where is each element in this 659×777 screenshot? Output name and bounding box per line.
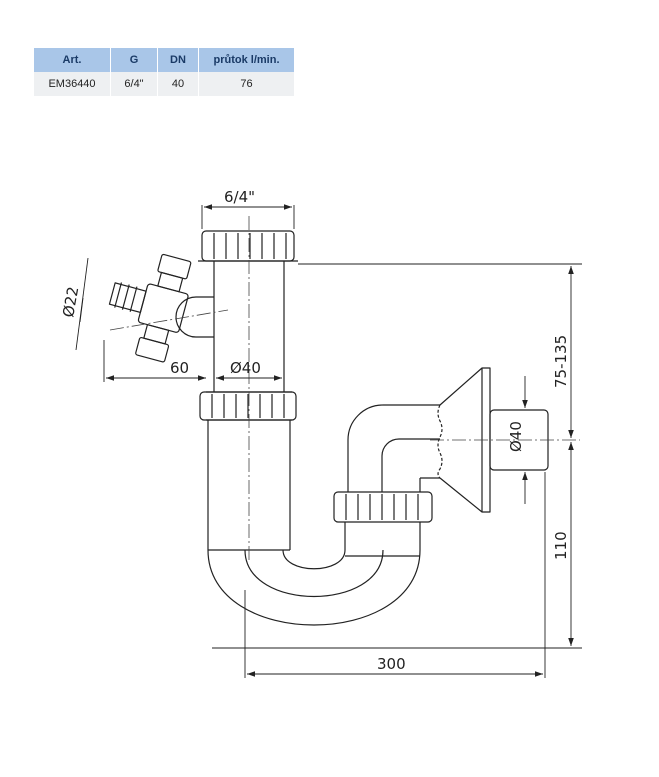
header-g: G — [110, 48, 158, 72]
header-flow: průtok l/min. — [198, 48, 295, 72]
right-riser — [344, 522, 421, 557]
cell-dn: 40 — [157, 72, 199, 96]
table-row: EM36440 6/4" 40 76 — [34, 72, 295, 96]
dim-side-offset-label: 60 — [170, 359, 189, 377]
cell-art: EM36440 — [34, 72, 111, 96]
dim-width-label: 300 — [377, 655, 406, 673]
dim-outlet-diameter-label: Ø40 — [507, 421, 525, 452]
dimension-lines — [75, 204, 582, 678]
dim-hose-diameter-label: Ø22 — [59, 285, 82, 319]
middle-nut — [199, 391, 297, 421]
cell-g: 6/4" — [110, 72, 158, 96]
center-lines — [109, 216, 580, 560]
dim-pipe-diameter-label: Ø40 — [230, 359, 261, 377]
elbow — [347, 404, 443, 492]
right-nut — [333, 491, 433, 523]
cell-flow: 76 — [198, 72, 295, 96]
side-stub — [175, 296, 214, 338]
header-art: Art. — [34, 48, 111, 72]
dim-outlet-height-label: 110 — [552, 531, 570, 560]
dim-thread-label: 6/4" — [224, 188, 255, 206]
dim-height-adjust-label: 75-135 — [552, 335, 570, 388]
u-bend — [207, 549, 421, 626]
top-nut — [198, 230, 298, 262]
spec-table: Art. G DN průtok l/min. EM36440 6/4" 40 … — [34, 48, 295, 96]
hose-connector — [108, 253, 192, 363]
header-dn: DN — [157, 48, 199, 72]
table-header-row: Art. G DN průtok l/min. — [34, 48, 295, 72]
